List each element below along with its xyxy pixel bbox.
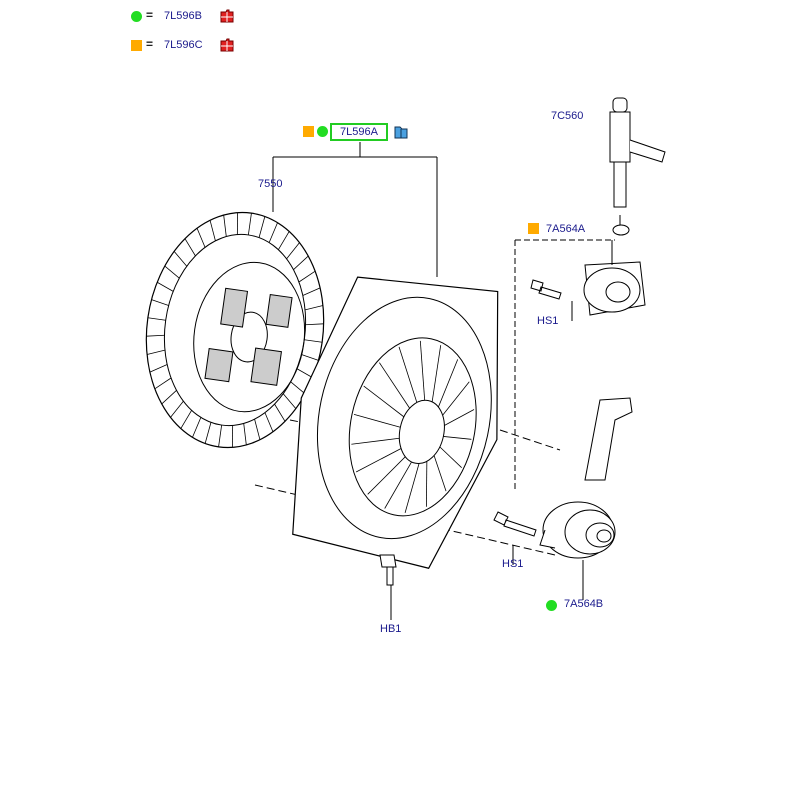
legend-green-marker bbox=[131, 11, 142, 22]
friction-segment bbox=[305, 323, 324, 326]
diaphragm-finger bbox=[363, 385, 405, 418]
bearing-b-drawing bbox=[539, 397, 633, 559]
friction-segment bbox=[170, 400, 184, 418]
diaphragm-finger bbox=[444, 409, 475, 426]
friction-segment bbox=[298, 270, 316, 283]
diaphragm-finger bbox=[398, 346, 418, 403]
bearing-b-green-marker bbox=[546, 600, 557, 611]
friction-segment bbox=[196, 228, 206, 248]
friction-segment bbox=[290, 381, 306, 395]
friction-segment bbox=[151, 299, 169, 306]
friction-segment bbox=[146, 349, 166, 355]
friction-segment bbox=[161, 390, 177, 405]
diaphragm-finger bbox=[353, 414, 401, 428]
diaphragm-finger bbox=[367, 456, 406, 495]
legend-equals: = bbox=[146, 8, 154, 22]
friction-segment bbox=[258, 216, 266, 238]
book-icon[interactable] bbox=[219, 38, 235, 52]
friction-segment bbox=[218, 425, 223, 447]
part-label-7c560[interactable]: 7C560 bbox=[551, 110, 584, 122]
friction-segment bbox=[156, 281, 174, 292]
diaphragm-finger bbox=[431, 345, 442, 402]
friction-segment bbox=[149, 364, 168, 373]
friction-segment bbox=[274, 403, 286, 422]
friction-segment bbox=[154, 377, 172, 390]
diaphragm-finger bbox=[425, 461, 428, 507]
diaphragm-finger bbox=[439, 446, 462, 468]
slave-pipe-drawing bbox=[609, 97, 666, 236]
friction-segment bbox=[164, 265, 180, 279]
legend-equals: = bbox=[146, 37, 154, 51]
friction-segment bbox=[180, 410, 192, 429]
friction-segment bbox=[184, 238, 196, 257]
clutch-disc-drawing bbox=[145, 211, 325, 449]
friction-segment bbox=[293, 255, 309, 270]
part-label-7a564a[interactable]: 7A564A bbox=[546, 223, 586, 235]
kit-part-link[interactable]: 7L596A bbox=[330, 123, 388, 141]
diaphragm-finger bbox=[351, 437, 400, 445]
friction-segment bbox=[192, 417, 202, 438]
friction-segment bbox=[243, 423, 247, 445]
friction-segment bbox=[304, 305, 324, 311]
friction-segment bbox=[282, 393, 297, 409]
friction-segment bbox=[264, 412, 274, 432]
diaphragm-finger bbox=[384, 461, 412, 509]
friction-segment bbox=[278, 231, 290, 250]
part-label-hs1-lower[interactable]: HS1 bbox=[502, 558, 524, 570]
diaphragm-finger bbox=[443, 436, 472, 440]
friction-segment bbox=[146, 334, 165, 337]
friction-segment bbox=[209, 220, 216, 241]
bolt-drawings bbox=[379, 279, 562, 586]
pressure-plate-drawing bbox=[292, 276, 499, 569]
friction-segment bbox=[232, 425, 234, 448]
part-label-hs1-upper[interactable]: HS1 bbox=[537, 315, 559, 327]
friction-segment bbox=[236, 212, 238, 235]
kit-orange-marker bbox=[303, 126, 314, 137]
friction-segment bbox=[302, 287, 321, 296]
friction-segment bbox=[147, 317, 166, 321]
book-icon[interactable] bbox=[219, 9, 235, 23]
diaphragm-finger bbox=[438, 359, 459, 408]
friction-segment bbox=[296, 368, 314, 379]
friction-segment bbox=[268, 222, 278, 243]
legend-orange-marker bbox=[131, 40, 142, 51]
part-label-7550[interactable]: 7550 bbox=[258, 178, 283, 190]
bearing-a-drawing bbox=[583, 240, 646, 316]
friction-segment bbox=[254, 419, 261, 440]
friction-segment bbox=[247, 213, 252, 235]
diaphragm-finger bbox=[355, 448, 402, 473]
bearing-a-orange-marker bbox=[528, 223, 539, 234]
friction-segment bbox=[304, 339, 323, 343]
diaphragm-finger bbox=[379, 362, 410, 409]
diaphragm-finger bbox=[419, 340, 426, 401]
part-label-7a564b[interactable]: 7A564B bbox=[564, 598, 604, 610]
friction-segment bbox=[223, 215, 227, 237]
part-label-hb1[interactable]: HB1 bbox=[380, 623, 402, 635]
legend-part-link[interactable]: 7L596B bbox=[164, 10, 202, 22]
book-icon[interactable] bbox=[393, 125, 409, 139]
friction-segment bbox=[173, 251, 188, 267]
friction-segment bbox=[301, 354, 319, 361]
diaphragm-finger bbox=[442, 381, 470, 416]
diaphragm-finger bbox=[433, 455, 447, 492]
friction-segment bbox=[204, 422, 212, 444]
friction-segment bbox=[286, 242, 300, 260]
kit-green-marker bbox=[317, 126, 328, 137]
legend-part-link[interactable]: 7L596C bbox=[164, 39, 203, 51]
diaphragm-finger bbox=[404, 463, 420, 513]
